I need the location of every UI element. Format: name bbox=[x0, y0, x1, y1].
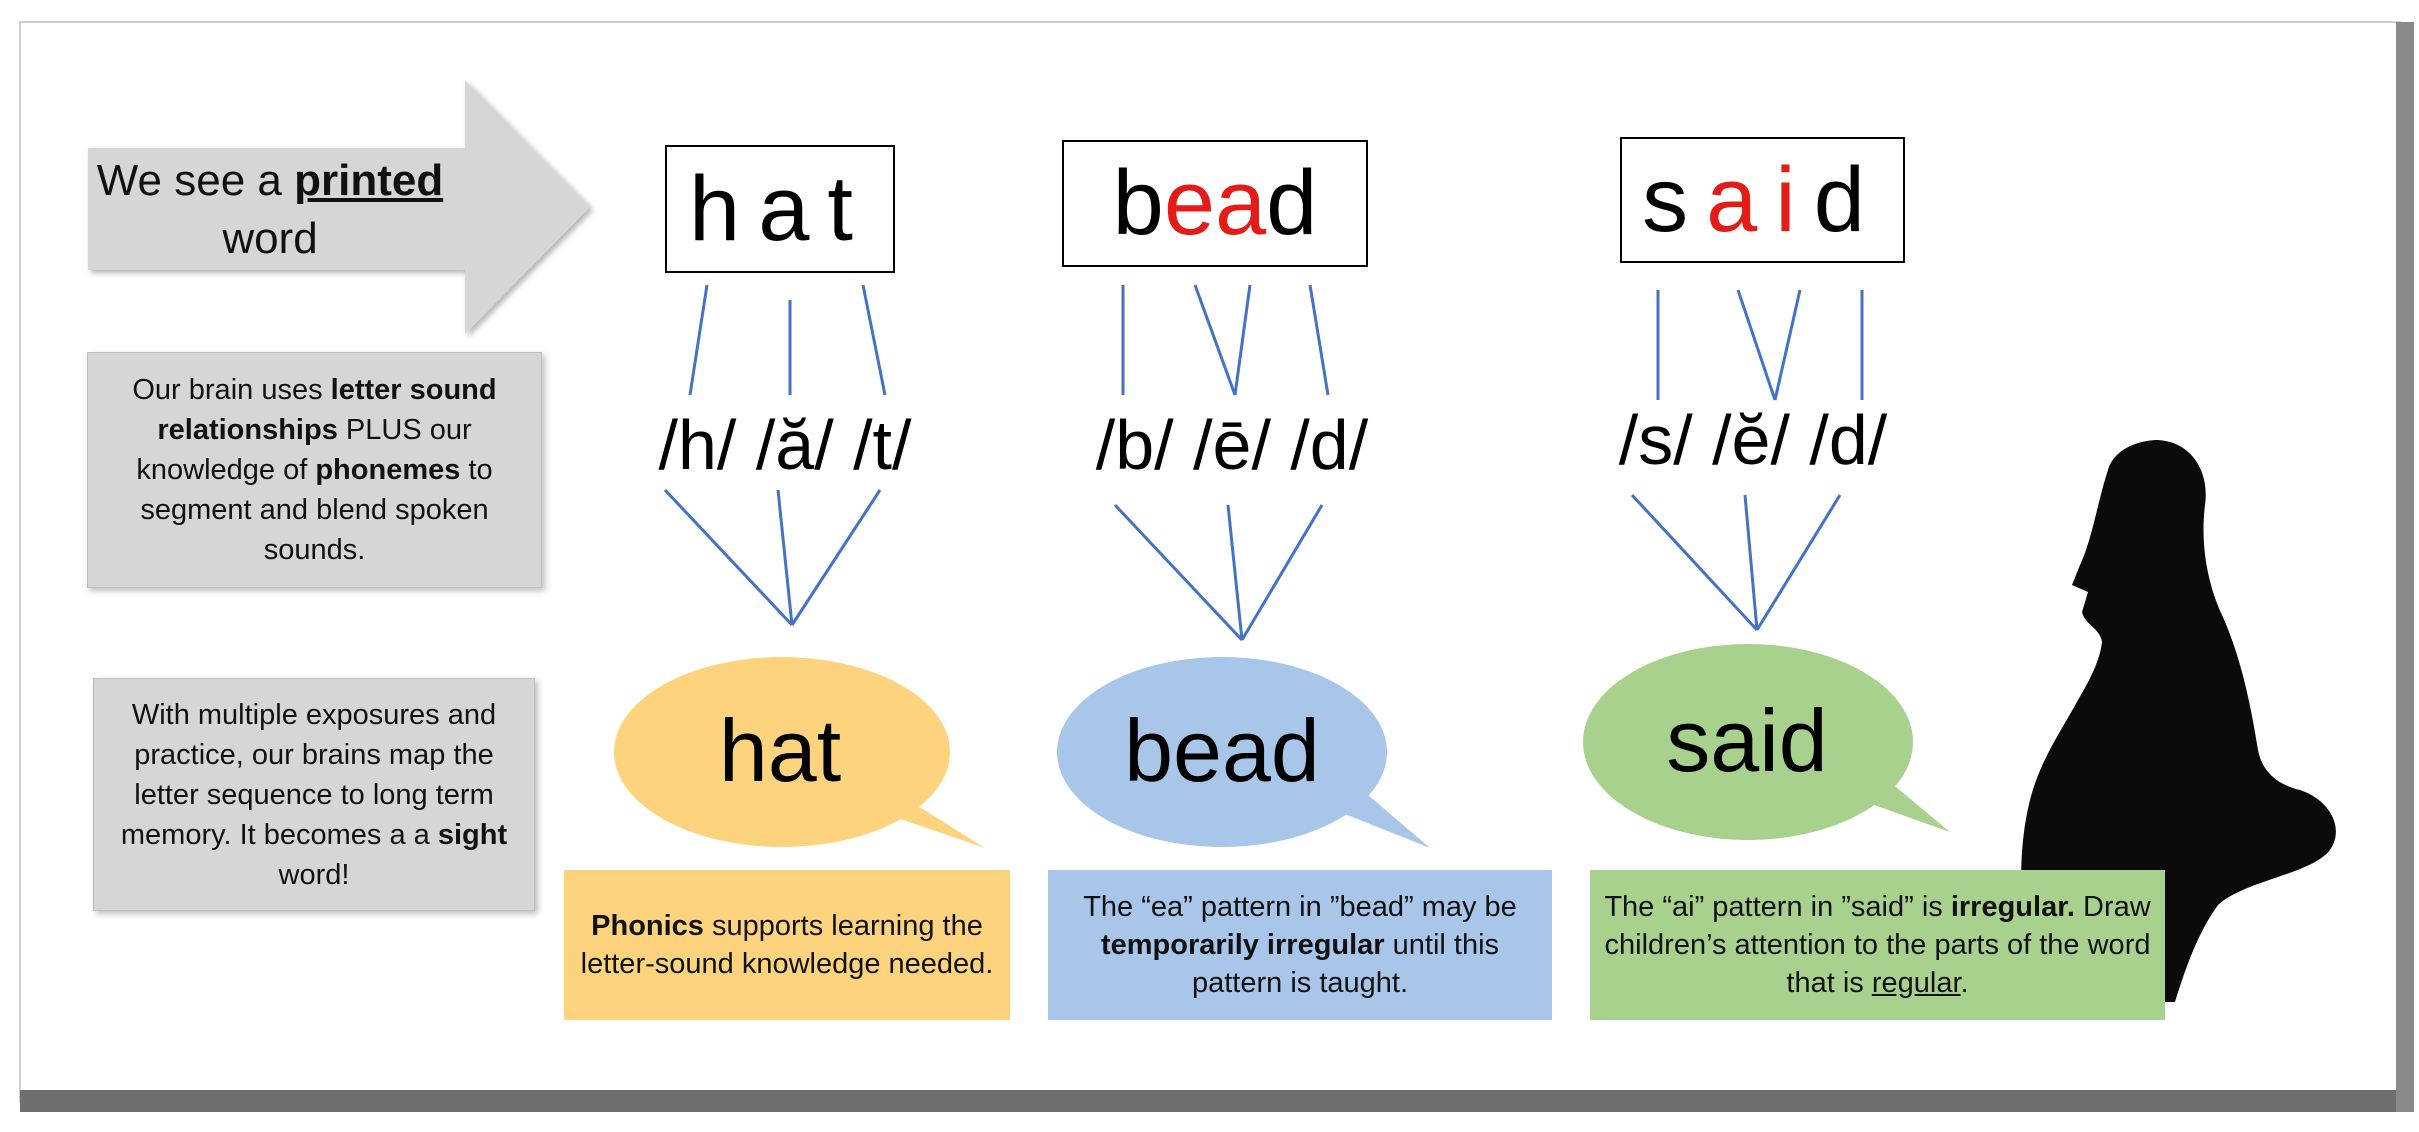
word-letters-bead: bead bbox=[1113, 151, 1318, 256]
printed-emphasis: printed bbox=[294, 156, 444, 205]
word-box-hat: hat bbox=[665, 145, 895, 273]
letter-hat-0: h bbox=[689, 157, 759, 260]
memory-bold-1: sight bbox=[437, 818, 508, 851]
bead-merge-mid bbox=[1226, 504, 1244, 641]
bubble-bead bbox=[1057, 657, 1430, 848]
brain-text-2: PLUS our knowledge of bbox=[136, 414, 472, 486]
bead-line-a bbox=[1233, 284, 1252, 396]
note-hat: Phonics supports learning the letter-sou… bbox=[564, 870, 1010, 1020]
note-said-text-2: Draw children’s attention to the parts o… bbox=[1604, 891, 2151, 999]
note-bead-bold: temporarily irregular bbox=[1100, 929, 1385, 961]
letter-bead-3: d bbox=[1266, 152, 1318, 254]
hat-line-t bbox=[861, 284, 887, 396]
bead-line-d bbox=[1308, 284, 1330, 396]
note-said-text-1: The “ai” pattern in ”said” is bbox=[1604, 891, 1951, 923]
note-said: The “ai” pattern in ”said” is irregular.… bbox=[1590, 870, 2165, 1020]
letter-said-0: s bbox=[1642, 148, 1707, 251]
bubble-bead-tail bbox=[1340, 795, 1430, 848]
brain-text-3: to segment and blend spoken sounds. bbox=[140, 454, 493, 566]
said-letter-lines bbox=[1630, 289, 1864, 632]
word-box-said: said bbox=[1620, 137, 1905, 263]
bubble-said-body bbox=[1583, 644, 1913, 840]
brain-text-1: Our brain uses bbox=[132, 374, 331, 406]
letter-said-3: d bbox=[1813, 148, 1883, 251]
printed-word-line2: word bbox=[222, 214, 318, 263]
bead-letter-lines bbox=[1113, 284, 1330, 642]
memory-text-1: With multiple exposures and practice, ou… bbox=[120, 698, 497, 851]
letter-bead-2: a bbox=[1215, 152, 1267, 254]
bead-line-e bbox=[1193, 284, 1237, 396]
note-bead-text-1: The “ea” pattern in ”bead” may be bbox=[1083, 891, 1517, 923]
phonemes-bead: /b/ /ē/ /d/ bbox=[1095, 406, 1369, 484]
letter-said-2: i bbox=[1775, 148, 1814, 251]
woman-silhouette-icon bbox=[2021, 440, 2336, 1002]
bubble-bead-body bbox=[1057, 657, 1387, 847]
letter-bead-1: e bbox=[1163, 152, 1215, 254]
spoken-word-said: said bbox=[1666, 691, 1828, 790]
said-merge-mid bbox=[1743, 494, 1759, 631]
bead-merge-left bbox=[1113, 503, 1244, 642]
letter-said-1: a bbox=[1706, 148, 1776, 251]
hat-merge-right bbox=[790, 489, 882, 626]
printed-word-arrow bbox=[88, 80, 590, 334]
note-said-underline: regular bbox=[1871, 967, 1961, 999]
phonemes-hat: /h/ /ă/ /t/ bbox=[658, 406, 912, 484]
word-box-bead: bead bbox=[1062, 140, 1368, 267]
bubble-hat-body bbox=[614, 657, 950, 847]
spoken-word-bead: bead bbox=[1124, 701, 1320, 800]
bubble-hat bbox=[614, 657, 985, 848]
note-bead: The “ea” pattern in ”bead” may be tempor… bbox=[1048, 870, 1552, 1020]
brain-info-box: Our brain uses letter sound relationship… bbox=[87, 352, 542, 588]
hat-merge-mid bbox=[776, 489, 794, 626]
memory-text-2: word! bbox=[278, 858, 350, 891]
bead-merge-right bbox=[1240, 504, 1324, 641]
slide-bottom-bar bbox=[20, 1090, 2400, 1112]
hat-letter-lines bbox=[663, 284, 887, 627]
printed-word-prefix: We see a bbox=[96, 156, 295, 205]
note-said-bold: irregular. bbox=[1950, 891, 2075, 923]
said-line-i bbox=[1773, 289, 1802, 401]
memory-info-box: With multiple exposures and practice, ou… bbox=[93, 678, 535, 911]
brain-bold-1: letter sound relationships bbox=[157, 374, 497, 446]
note-said-text-3: . bbox=[1960, 967, 1969, 999]
letter-hat-2: t bbox=[827, 157, 871, 260]
printed-word-label: We see a printed word bbox=[90, 152, 450, 268]
phonemes-said: /s/ /ĕ/ /d/ bbox=[1618, 401, 1888, 479]
said-line-a bbox=[1736, 289, 1777, 401]
spoken-word-hat: hat bbox=[718, 701, 842, 800]
note-bead-text-2: until this pattern is taught. bbox=[1191, 929, 1500, 999]
letter-hat-1: a bbox=[758, 157, 828, 260]
hat-merge-left bbox=[663, 488, 794, 627]
letter-bead-0: b bbox=[1112, 152, 1164, 254]
word-letters-said: said bbox=[1642, 148, 1883, 253]
note-hat-bold: Phonics bbox=[591, 910, 704, 942]
said-merge-left bbox=[1630, 493, 1759, 632]
hat-line-h bbox=[688, 284, 709, 396]
slide-right-bar bbox=[2396, 22, 2414, 1112]
bubble-said bbox=[1583, 644, 1950, 840]
said-merge-right bbox=[1755, 494, 1842, 631]
brain-bold-2: phonemes bbox=[315, 454, 461, 486]
word-letters-hat: hat bbox=[689, 157, 871, 262]
note-hat-text: supports learning the letter-sound knowl… bbox=[580, 910, 994, 980]
